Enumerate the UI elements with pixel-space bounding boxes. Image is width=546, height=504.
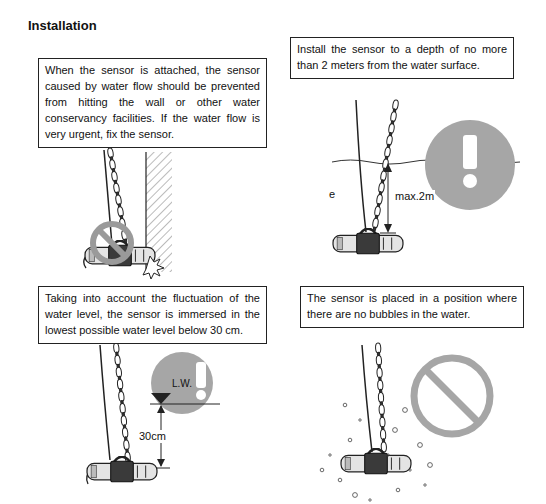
chain-link [377, 368, 383, 378]
chain-link [375, 343, 381, 353]
note-text: The sensor is placed in a position where… [307, 291, 517, 323]
title: Installation [28, 18, 97, 33]
chain-link [380, 429, 386, 439]
panel-bubbles [320, 343, 490, 501]
bubble [369, 499, 371, 501]
bubble [343, 403, 347, 407]
note-box: When the sensor is attached, the sensor … [38, 58, 267, 148]
chain-link [379, 405, 385, 415]
bubble [393, 428, 398, 433]
bubble [353, 493, 358, 498]
chain-link [377, 380, 383, 390]
text-fragment: e [328, 188, 336, 201]
panel-depth [332, 100, 520, 254]
chain-link [378, 392, 384, 402]
note-text: Install the sensor to a depth of no more… [297, 42, 507, 74]
bubble [359, 419, 361, 421]
bubble [329, 454, 331, 456]
chain-link [376, 355, 382, 365]
dimension-label: L.W. [171, 378, 193, 390]
bubble [348, 438, 352, 442]
bubble [320, 468, 324, 472]
bubble [387, 454, 389, 456]
note-box: Install the sensor to a depth of no more… [290, 37, 514, 79]
bubble [428, 463, 433, 468]
note-text: Taking into account the fluctuation of t… [45, 291, 260, 339]
dimension-label: 30cm [138, 430, 167, 443]
panel-wall [84, 148, 172, 279]
bubble [403, 408, 408, 413]
chain-link [380, 417, 386, 427]
note-box: Taking into account the fluctuation of t… [38, 286, 267, 344]
note-box: The sensor is placed in a position where… [300, 286, 524, 328]
bubble [338, 478, 342, 482]
note-text: When the sensor is attached, the sensor … [45, 63, 260, 143]
panel-level [87, 343, 220, 484]
bubble [424, 484, 426, 486]
bubble [396, 488, 400, 492]
dimension-label: max.2m [394, 190, 435, 203]
bubble [418, 443, 423, 448]
bubble [409, 469, 411, 471]
